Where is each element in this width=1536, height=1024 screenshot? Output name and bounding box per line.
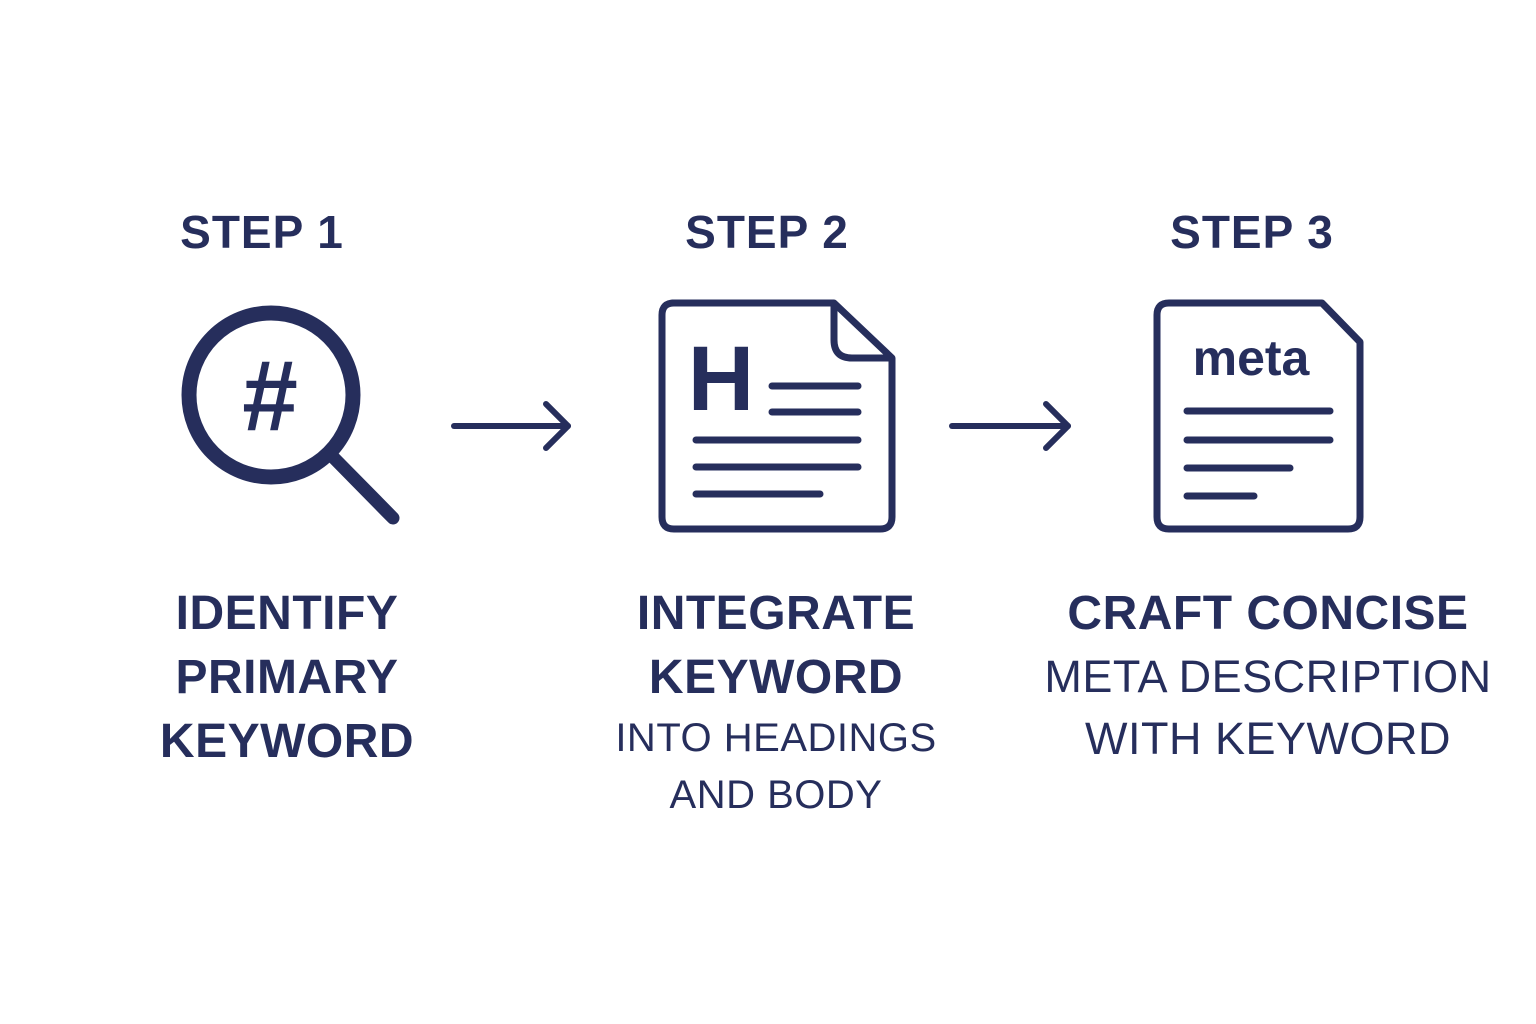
step-2-heading: STEP 2	[685, 206, 849, 258]
caption-line: INTO HEADINGS	[615, 716, 937, 760]
caption-line: IDENTIFY	[175, 587, 399, 640]
caption-line: CRAFT CONCISE	[1067, 587, 1469, 640]
caption-line: INTEGRATE	[636, 587, 916, 640]
magnifier-hashtag-icon: #	[181, 305, 400, 525]
caption-line: AND BODY	[669, 773, 883, 817]
step-2-caption: INTEGRATE KEYWORD INTO HEADINGS AND BODY	[516, 582, 1036, 824]
meta-label: meta	[1193, 330, 1311, 386]
text-lines	[1183, 407, 1334, 500]
heading-document-icon: H	[658, 299, 896, 533]
caption-line: KEYWORD	[159, 715, 415, 768]
step-3-heading: STEP 3	[1170, 206, 1334, 258]
right-arrow-icon	[451, 401, 571, 451]
text-lines	[692, 382, 862, 498]
meta-document-icon: meta	[1153, 299, 1364, 533]
step-1-heading: STEP 1	[180, 206, 344, 258]
step-1-caption: IDENTIFY PRIMARY KEYWORD	[27, 582, 547, 774]
caption-line: PRIMARY	[175, 651, 399, 704]
caption-line: KEYWORD	[648, 651, 904, 704]
hashtag-glyph: #	[242, 340, 298, 452]
right-arrow-icon	[949, 401, 1071, 451]
caption-line: META DESCRIPTION	[1044, 651, 1492, 702]
heading-glyph: H	[688, 328, 754, 430]
step-3-caption: CRAFT CONCISE META DESCRIPTION WITH KEYW…	[1008, 582, 1528, 770]
caption-line: WITH KEYWORD	[1085, 713, 1451, 764]
